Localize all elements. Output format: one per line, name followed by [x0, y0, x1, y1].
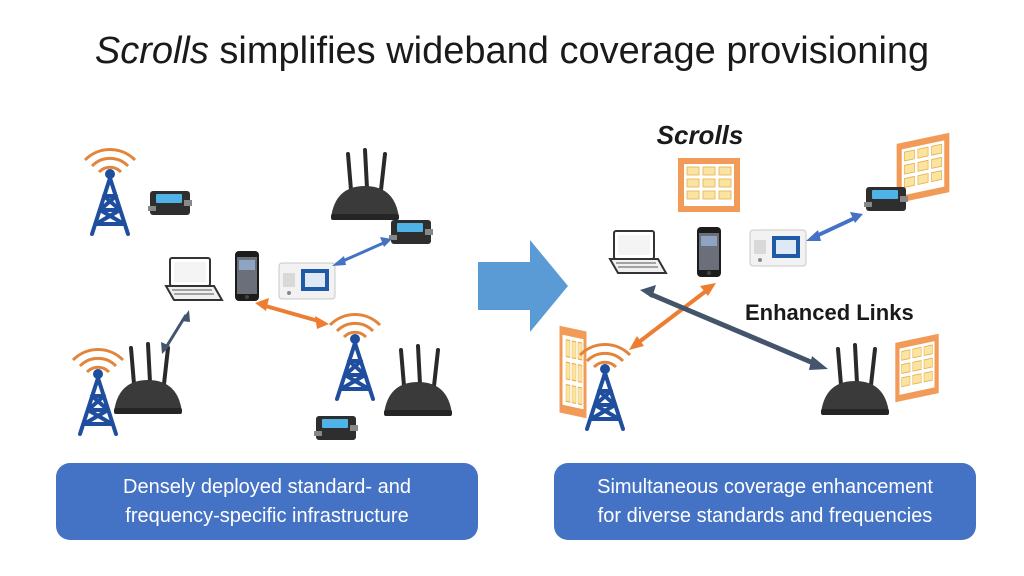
iot-module-icon — [864, 187, 908, 211]
scrolls-label: Scrolls — [656, 120, 744, 150]
iot-module-icon — [314, 416, 358, 440]
smartphone-icon — [697, 227, 721, 277]
wifi-router-icon — [112, 342, 184, 416]
wifi-router-icon — [819, 343, 891, 417]
iot-module-icon — [389, 220, 433, 244]
blue-link-arrow — [332, 237, 392, 266]
laptop-icon — [165, 257, 223, 301]
navy-link-arrow — [161, 310, 190, 354]
dev-board-icon — [278, 262, 336, 300]
blue-link-arrow — [806, 212, 863, 241]
right-caption-box: Simultaneous coverage enhancement for di… — [554, 463, 976, 540]
smartphone-icon — [235, 251, 259, 301]
page-title: Scrolls simplifies wideband coverage pro… — [0, 30, 1024, 73]
cell-tower-icon — [83, 147, 137, 236]
left-caption-box: Densely deployed standard- and frequency… — [56, 463, 478, 540]
navy-link-arrow — [640, 285, 828, 370]
transition-arrow — [478, 240, 568, 332]
cell-tower-icon — [578, 342, 632, 431]
caption-line: Simultaneous coverage enhancement — [597, 475, 933, 498]
scroll-surface-icon — [558, 325, 588, 419]
orange-link-arrow — [629, 283, 716, 350]
dev-board-icon — [749, 229, 807, 267]
iot-module-icon — [148, 191, 192, 215]
wifi-router-icon — [382, 344, 454, 418]
scroll-surface-icon — [677, 157, 741, 213]
enhanced-links-label: Enhanced Links — [745, 300, 914, 325]
laptop-icon — [609, 230, 667, 274]
caption-line: Densely deployed standard- and — [123, 475, 411, 498]
caption-line: for diverse standards and frequencies — [597, 504, 933, 527]
title-rest: simplifies wideband coverage provisionin… — [208, 30, 930, 72]
scroll-surface-icon — [894, 333, 940, 403]
wifi-router-icon — [329, 148, 401, 222]
title-italic: Scrolls — [94, 30, 209, 72]
caption-line: frequency-specific infrastructure — [125, 504, 409, 527]
orange-link-arrow — [255, 298, 329, 329]
cell-tower-icon — [328, 312, 382, 401]
cell-tower-icon — [71, 347, 125, 436]
